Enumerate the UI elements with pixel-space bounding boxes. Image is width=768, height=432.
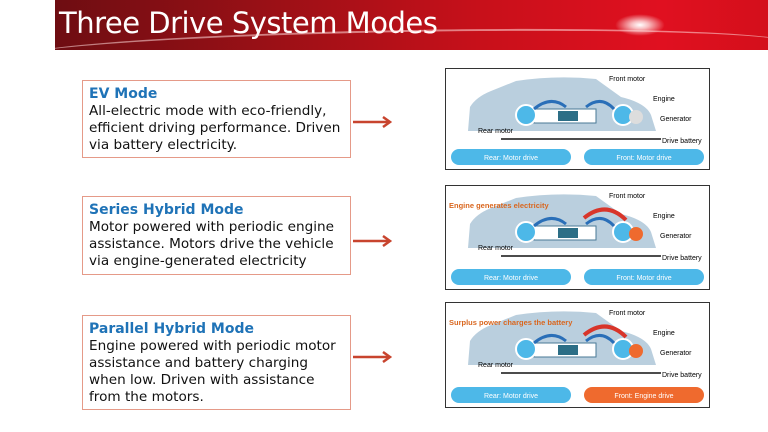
power-flow-arrow (533, 334, 616, 345)
rear-drive-pill (451, 387, 571, 403)
arrow-right-icon (353, 113, 393, 129)
label-generator: Generator (660, 116, 692, 123)
engine-icon (629, 110, 643, 124)
arrow-right-icon (353, 348, 393, 364)
label-rear-motor: Rear motor (478, 245, 514, 252)
rear-motor-icon (515, 221, 537, 243)
front-drive-label: Front: Engine drive (614, 393, 673, 400)
label-rear-motor: Rear motor (478, 362, 514, 369)
rear-drive-label: Rear: Motor drive (484, 393, 538, 400)
front-drive-label: Front: Motor drive (616, 275, 671, 282)
mode-description: Motor powered with periodic engine assis… (89, 219, 335, 269)
diagram-part (558, 228, 578, 238)
mode-description: Engine powered with periodic motor assis… (89, 338, 336, 405)
label-generator: Generator (660, 233, 692, 240)
label-engine: Engine (653, 96, 675, 103)
label-engine: Engine (653, 330, 675, 337)
diagram-part (558, 111, 578, 121)
drive-mode-diagram: Surplus power charges the battery Front … (445, 302, 710, 408)
rear-drive-pill (451, 269, 571, 285)
front-drive-pill (584, 387, 704, 403)
engine-icon (629, 344, 643, 358)
power-flow-arrow (533, 217, 616, 228)
front-drive-pill (584, 269, 704, 285)
rear-drive-pill (451, 149, 571, 165)
label-drive-battery: Drive battery (662, 255, 702, 262)
label-drive-battery: Drive battery (662, 372, 702, 379)
label-drive-battery: Drive battery (662, 138, 702, 145)
label-engine: Engine (653, 213, 675, 220)
rear-drive-label: Rear: Motor drive (484, 155, 538, 162)
drive-mode-diagram: Front motor Engine Generator Rear motor … (445, 68, 710, 170)
charging-arrow-icon (582, 324, 628, 339)
label-front-motor: Front motor (609, 193, 646, 200)
label-rear-motor: Rear motor (478, 128, 514, 135)
power-flow-arrow (533, 100, 616, 111)
mode-description: All-electric mode with eco-friendly, eff… (89, 103, 341, 153)
label-front-motor: Front motor (609, 76, 646, 83)
label-generator: Generator (660, 350, 692, 357)
diagram-part (558, 345, 578, 355)
slide-title: Three Drive System Modes (59, 6, 438, 40)
caption: Engine generates electricity (449, 201, 549, 210)
mode-heading: Series Hybrid Mode (89, 202, 244, 218)
arrow-right-icon (353, 232, 393, 248)
front-drive-pill (584, 149, 704, 165)
mode-heading: Parallel Hybrid Mode (89, 321, 254, 337)
rear-drive-label: Rear: Motor drive (484, 275, 538, 282)
caption: Surplus power charges the battery (449, 318, 573, 327)
rear-motor-icon (515, 338, 537, 360)
drive-mode-diagram: Engine generates electricity Front motor… (445, 185, 710, 290)
mode-heading: EV Mode (89, 86, 158, 102)
light-flare (615, 14, 665, 36)
charging-arrow-icon (582, 207, 628, 222)
engine-icon (629, 227, 643, 241)
title-banner: Three Drive System Modes (55, 0, 768, 50)
front-drive-label: Front: Motor drive (616, 155, 671, 162)
label-front-motor: Front motor (609, 310, 646, 317)
rear-motor-icon (515, 104, 537, 126)
